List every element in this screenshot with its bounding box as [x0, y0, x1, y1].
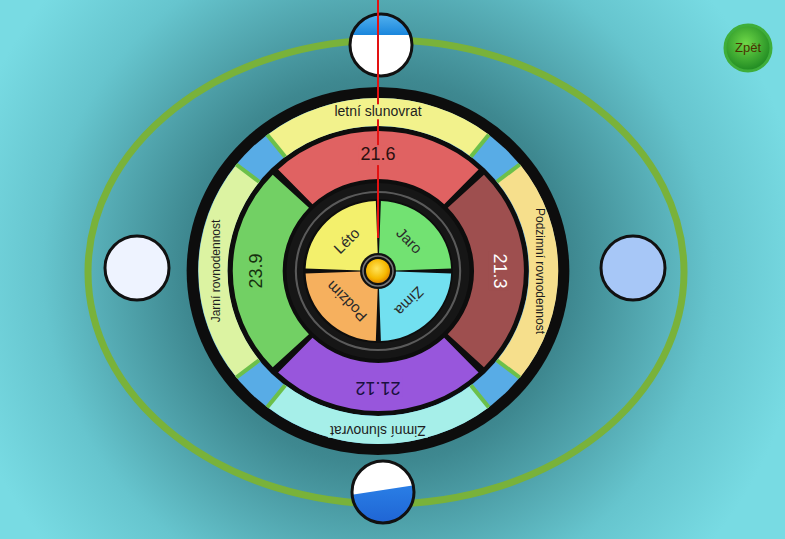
date-segment-shape [187, 87, 570, 455]
date-segment-fill [278, 338, 478, 411]
season-quadrant-shape [187, 87, 570, 455]
date-segment: 21.12 [187, 87, 570, 455]
date-segment-fill [278, 131, 478, 204]
text-holder: 23.9 [247, 251, 267, 290]
moon-left [105, 236, 169, 300]
orbit-ring [88, 40, 684, 504]
back-button-label: Zpět [733, 41, 763, 55]
date-segment-label: 21.3 [489, 251, 509, 290]
moon-top [349, 13, 413, 76]
equinox-band-label: Jarní rovnodennost [210, 218, 223, 325]
date-segment-label: 21.12 [353, 377, 402, 397]
text-holder: Podzimní rovnodennost [533, 206, 546, 336]
band-separators [236, 135, 520, 408]
season-quadrant: Jaro [187, 87, 570, 455]
date-segment-label: 23.9 [247, 251, 267, 290]
text-holder: 21.12 [353, 377, 402, 397]
season-quadrant: Zima [187, 87, 570, 455]
pointer-line [377, 0, 379, 238]
season-quadrant: Podzim [187, 87, 570, 455]
text-holder: Jarní rovnodennost [210, 218, 223, 325]
text-holder: Zimní slunovrat [328, 422, 428, 437]
season-quadrant-shape [187, 87, 570, 455]
date-segment-label: 21.6 [358, 145, 397, 165]
season-quadrant-fill [305, 201, 378, 271]
season-quadrant: Léto [187, 87, 570, 455]
text-holder: 21.6 [358, 145, 397, 165]
season-quadrant-shape [187, 87, 570, 455]
date-segment-fill [232, 175, 308, 368]
text-holder: letní slunovrat [332, 104, 423, 119]
date-segment-fill [447, 175, 523, 368]
solstice-band-label: letní slunovrat [332, 104, 423, 119]
moon-right [601, 236, 665, 300]
back-button: Zpět [723, 23, 773, 73]
text-holder: Zpět [733, 41, 763, 55]
season-quadrant-fill [378, 201, 451, 271]
equinox-band-label: Podzimní rovnodennost [533, 206, 546, 336]
solstice-band-label: Zimní slunovrat [328, 422, 428, 437]
sun-symbol [360, 253, 396, 289]
text-holder: 21.3 [489, 251, 509, 290]
moon-bottom [343, 461, 423, 532]
season-quadrant-shape [187, 87, 570, 455]
season-quadrant-fill [305, 271, 378, 341]
season-disk [187, 87, 570, 455]
button-circle [725, 25, 771, 71]
season-quadrant-fill [378, 271, 451, 341]
